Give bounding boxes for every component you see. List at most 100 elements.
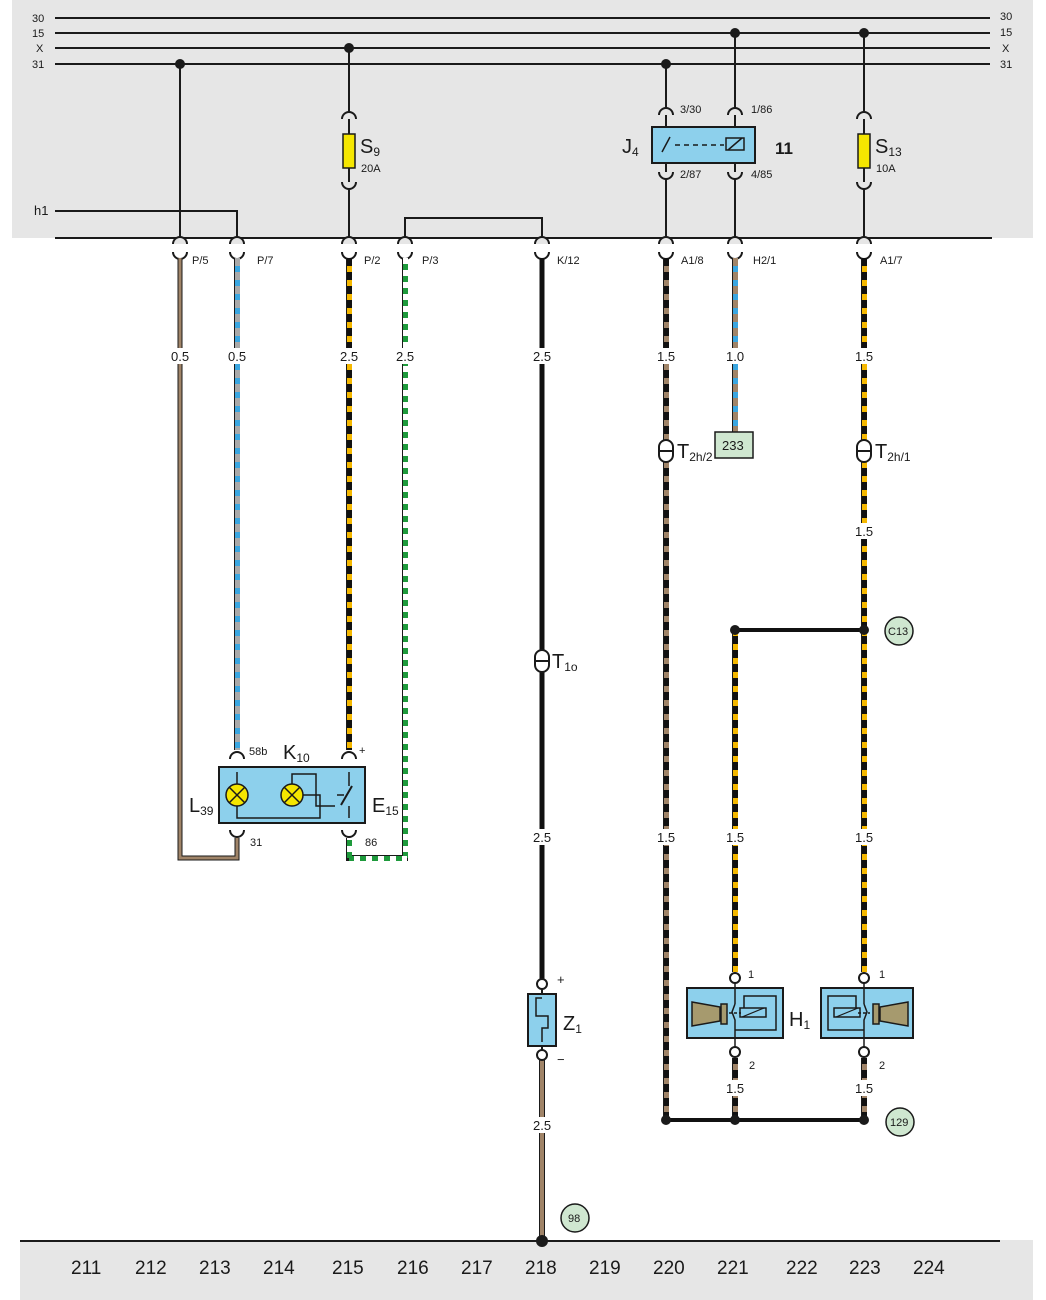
ref-129-label: 129 bbox=[890, 1117, 908, 1129]
relay-j4-label: J4 bbox=[622, 136, 639, 159]
ref-129 bbox=[885, 1107, 915, 1137]
connector-k12: K/12 bbox=[557, 255, 580, 267]
gauge-z1-top: 2.5 bbox=[533, 830, 551, 845]
k10-label: K10 bbox=[283, 742, 310, 765]
wire-gauge-labels: 0.5 0.5 2.5 2.5 2.5 1.5 1.0 1.5 1.5 2.5 … bbox=[168, 348, 876, 1133]
fuse-s9-rating: 20A bbox=[361, 163, 381, 175]
gauge-h1-left-bottom: 1.5 bbox=[726, 1081, 744, 1096]
gauge-p2: 2.5 bbox=[340, 349, 358, 364]
connector-h21: H2/1 bbox=[753, 255, 776, 267]
h1-right-pin-1: 1 bbox=[879, 969, 885, 981]
connector-a17: A1/7 bbox=[880, 255, 903, 267]
relay-pin-4-85: 4/85 bbox=[751, 169, 772, 181]
bus-label-15-left: 15 bbox=[32, 28, 44, 40]
gauge-a17-low: 1.5 bbox=[855, 524, 873, 539]
gauge-z1-bottom: 2.5 bbox=[533, 1118, 551, 1133]
module-k10 bbox=[218, 751, 366, 838]
component-z1 bbox=[527, 978, 557, 1061]
column-number: 216 bbox=[397, 1258, 429, 1279]
relay-slot-number: 11 bbox=[775, 139, 793, 158]
fuse-s13-rating: 10A bbox=[876, 163, 896, 175]
relay-j4 bbox=[651, 107, 756, 180]
h1-horn-label: H1 bbox=[789, 1009, 810, 1032]
column-number: 223 bbox=[849, 1258, 881, 1279]
ref-box-233-label: 233 bbox=[722, 438, 744, 453]
bus-junction-dots bbox=[175, 28, 869, 69]
h1-left-pin-1: 1 bbox=[748, 969, 754, 981]
gauge-h1-left-top: 1.5 bbox=[726, 830, 744, 845]
ref-box-233 bbox=[714, 431, 754, 459]
column-number: 215 bbox=[332, 1258, 364, 1279]
bus-label-31-left: 31 bbox=[32, 59, 44, 71]
gauge-h1-right-top: 1.5 bbox=[855, 830, 873, 845]
l39-label: L39 bbox=[189, 795, 214, 818]
relay-pin-3-30: 3/30 bbox=[680, 104, 701, 116]
gauge-p5: 0.5 bbox=[171, 349, 189, 364]
gauge-k12: 2.5 bbox=[533, 349, 551, 364]
bus-label-x-left: X bbox=[36, 43, 44, 55]
gauge-h21: 1.0 bbox=[726, 349, 744, 364]
column-numbers: 211 212 213 214 215 216 217 218 219 220 … bbox=[71, 1258, 945, 1279]
bus-label-15-right: 15 bbox=[1000, 27, 1012, 39]
h1-label: h1 bbox=[34, 203, 48, 218]
connector-p5: P/5 bbox=[192, 255, 209, 267]
bus-label-30-left: 30 bbox=[32, 13, 44, 25]
t2h2-label: T2h/2 bbox=[677, 441, 713, 464]
fuse-s9-label: S9 bbox=[360, 136, 380, 159]
z1-pin-minus: − bbox=[557, 1052, 565, 1067]
ref-c13-label: C13 bbox=[888, 626, 908, 638]
wire-junction-dots bbox=[536, 625, 869, 1247]
relay-pin-1-86: 1/86 bbox=[751, 104, 772, 116]
external-wires bbox=[177, 258, 867, 1241]
bus-label-x-right: X bbox=[1002, 43, 1010, 55]
inline-connector-t2h2 bbox=[658, 439, 674, 463]
inline-connector-t2h1 bbox=[856, 439, 872, 463]
bottom-panel-background bbox=[20, 1240, 1033, 1300]
bus-label-31-right: 31 bbox=[1000, 59, 1012, 71]
column-number: 222 bbox=[786, 1258, 818, 1279]
ref-98-label: 98 bbox=[568, 1213, 580, 1225]
bus-lines bbox=[20, 17, 1000, 1242]
relay-panel-background bbox=[12, 0, 1033, 238]
z1-label: Z1 bbox=[563, 1013, 582, 1036]
gauge-p3: 2.5 bbox=[396, 349, 414, 364]
fuse-s13 bbox=[856, 111, 872, 190]
fuse-s9 bbox=[341, 111, 357, 190]
column-number: 219 bbox=[589, 1258, 621, 1279]
horn-h1-left bbox=[686, 972, 784, 1058]
t1o-label: T1o bbox=[552, 651, 578, 674]
ref-98 bbox=[560, 1203, 590, 1233]
inline-connector-t1o bbox=[534, 649, 550, 673]
panel-connector-arcs-top bbox=[172, 236, 872, 245]
switch-e15 bbox=[340, 785, 353, 806]
relay-pin-2-87: 2/87 bbox=[680, 169, 701, 181]
t2h1-label: T2h/1 bbox=[875, 441, 911, 464]
horn-h1-right bbox=[820, 972, 914, 1058]
column-number: 220 bbox=[653, 1258, 685, 1279]
connector-p2: P/2 bbox=[364, 255, 381, 267]
k10-pin-86: 86 bbox=[365, 837, 377, 849]
connector-p3: P/3 bbox=[422, 255, 439, 267]
column-number: 224 bbox=[913, 1258, 945, 1279]
gauge-a17: 1.5 bbox=[855, 349, 873, 364]
column-number: 217 bbox=[461, 1258, 493, 1279]
e15-label: E15 bbox=[372, 795, 399, 818]
column-number: 221 bbox=[717, 1258, 749, 1279]
column-number: 212 bbox=[135, 1258, 167, 1279]
gauge-a18-low: 1.5 bbox=[657, 830, 675, 845]
column-number: 213 bbox=[199, 1258, 231, 1279]
ref-c13 bbox=[884, 616, 914, 646]
gauge-a18: 1.5 bbox=[657, 349, 675, 364]
column-number: 214 bbox=[263, 1258, 295, 1279]
panel-connector-arcs bbox=[172, 251, 872, 260]
gauge-p7: 0.5 bbox=[228, 349, 246, 364]
connector-a18: A1/8 bbox=[681, 255, 704, 267]
h1-left-pin-2: 2 bbox=[749, 1060, 755, 1072]
h1-right-pin-2: 2 bbox=[879, 1060, 885, 1072]
gauge-h1-right-bottom: 1.5 bbox=[855, 1081, 873, 1096]
z1-pin-plus: + bbox=[557, 972, 565, 987]
column-number: 211 bbox=[71, 1258, 101, 1279]
k10-pin-31: 31 bbox=[250, 837, 262, 849]
bus-label-30-right: 30 bbox=[1000, 11, 1012, 23]
